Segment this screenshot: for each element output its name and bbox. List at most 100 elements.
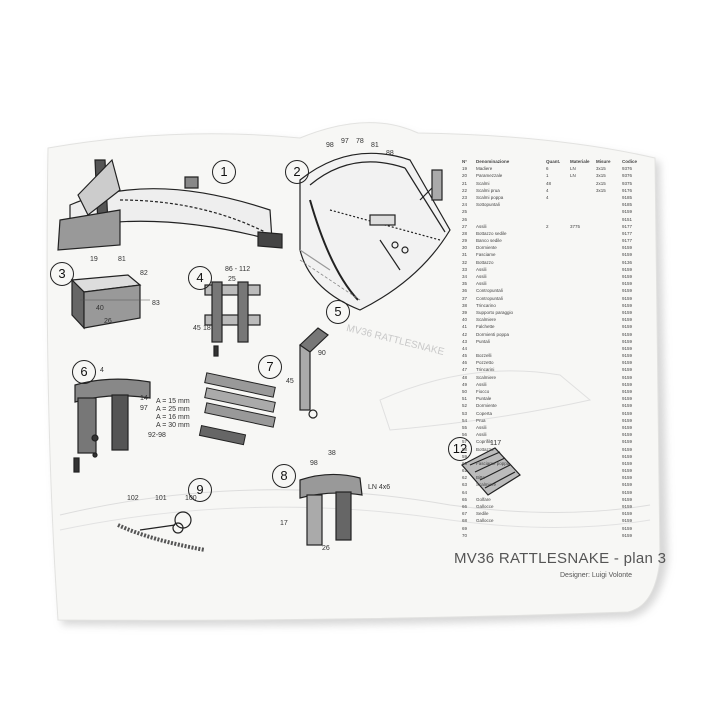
dim-label: 38 (328, 450, 336, 457)
table-cell (570, 417, 596, 424)
table-cell (596, 453, 622, 460)
table-cell (570, 467, 596, 474)
table-cell: Prua (476, 417, 486, 423)
table-cell: 41 (462, 324, 468, 330)
table-cell: 9159 (622, 482, 633, 488)
step-number-6: 6 (72, 360, 96, 384)
table-cell: 19 (462, 166, 468, 172)
table-cell (546, 359, 570, 366)
table-cell (596, 532, 622, 539)
table-cell: 28 (462, 230, 468, 236)
dim-label: 83 (152, 300, 160, 307)
table-cell: 9159 (622, 525, 633, 531)
table-cell (570, 517, 596, 524)
table-cell: 65 (462, 496, 468, 502)
table-cell (570, 525, 596, 532)
table-cell (596, 359, 622, 366)
table-cell: 53 (462, 410, 468, 416)
table-cell: 9159 (622, 439, 633, 445)
table-cell (570, 352, 596, 359)
table-cell (546, 316, 570, 323)
table-cell: 9376 (622, 166, 633, 172)
table-cell (570, 503, 596, 510)
header-cell: N° (462, 159, 468, 164)
table-cell: Sottopuntali (476, 202, 500, 208)
table-cell (596, 352, 622, 359)
table-cell (546, 237, 570, 244)
table-cell: 42 (462, 331, 468, 337)
table-cell: 9159 (622, 424, 633, 430)
table-cell: 9177 (622, 230, 633, 236)
table-cell: 51 (462, 396, 468, 402)
table-cell (546, 374, 570, 381)
table-cell (570, 316, 596, 323)
table-cell (596, 295, 622, 302)
table-cell: 9159 (622, 410, 633, 416)
table-cell: 46 (462, 360, 468, 366)
table-cell (546, 331, 570, 338)
table-cell: 64 (462, 489, 468, 495)
table-cell (570, 251, 596, 258)
header-cell: Materiale (570, 159, 590, 164)
table-cell (546, 481, 570, 488)
header-cell: Codice (622, 159, 638, 164)
drawing-3-block (70, 274, 150, 330)
table-cell: 3x15 (596, 166, 606, 172)
dim-label: 45 (286, 378, 294, 385)
table-cell: 9159 (622, 417, 633, 423)
table-cell: 9159 (622, 389, 633, 394)
table-cell: 9159 (622, 496, 633, 502)
table-cell (596, 273, 622, 280)
table-cell (570, 302, 596, 309)
table-cell: 9159 (622, 324, 633, 330)
table-cell: 39 (462, 309, 468, 315)
table-cell (570, 496, 596, 503)
table-cell (546, 381, 570, 388)
table-cell (546, 424, 570, 431)
table-cell (596, 388, 622, 395)
table-cell (596, 338, 622, 345)
table-cell: 3x15 (596, 173, 606, 179)
table-cell: 68 (462, 518, 468, 524)
table-cell (596, 438, 622, 445)
ghost-hull-line (59, 489, 651, 516)
drawing-7-grating (198, 372, 276, 446)
dim-label: 18 (203, 325, 211, 332)
table-cell (570, 453, 596, 460)
table-cell: 48 (462, 374, 468, 380)
table-cell (546, 323, 570, 330)
table-cell: 44 (462, 345, 468, 351)
table-cell: 9177 (622, 223, 633, 229)
dim-label: LN 4x6 (368, 484, 391, 491)
step-number-5: 5 (326, 300, 350, 324)
table-cell (546, 230, 570, 237)
step-number-7: 7 (258, 355, 282, 379)
table-cell: 9159 (622, 460, 633, 466)
table-cell: 3775 (570, 223, 581, 229)
dim-label: A = 30 mm (156, 422, 190, 429)
dim-label: 88 (386, 150, 394, 157)
table-cell: 9159 (622, 432, 633, 438)
drawing-7-tiller (299, 327, 329, 419)
